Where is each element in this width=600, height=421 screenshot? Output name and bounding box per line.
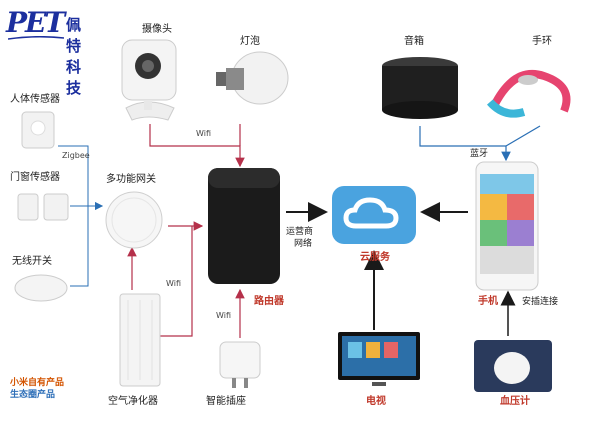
cloud-service-icon bbox=[332, 186, 416, 244]
operator-network-label-1: 运营商 bbox=[286, 227, 314, 237]
wifi-line-camera bbox=[149, 124, 245, 168]
legend-ecosystem-products: 生态圈产品 bbox=[10, 390, 56, 400]
body-sensor-device-icon bbox=[21, 111, 55, 149]
gateway-label: 多功能网关 bbox=[106, 174, 156, 185]
camera-device-icon bbox=[121, 39, 177, 121]
smart-plug-label: 智能插座 bbox=[206, 396, 246, 407]
air-purifier-device-icon bbox=[119, 293, 161, 387]
router-device-icon bbox=[208, 168, 280, 284]
wifi-label-purifier: Wifi bbox=[166, 279, 181, 288]
zigbee-line-switch bbox=[70, 206, 89, 287]
door-sensor-device-icon bbox=[17, 193, 69, 221]
router-label: 路由器 bbox=[254, 296, 284, 307]
operator-network-label-2: 网络 bbox=[294, 239, 313, 249]
smart-plug-device-icon bbox=[219, 341, 261, 388]
legend-xiaomi-products: 小米自有产品 bbox=[10, 378, 65, 388]
band-label: 手环 bbox=[532, 36, 552, 47]
install-connect-label: 安插连接 bbox=[522, 297, 559, 307]
tv-device-icon bbox=[338, 332, 420, 386]
wireless-switch-device-icon bbox=[14, 274, 68, 302]
tv-label: 电视 bbox=[366, 396, 386, 407]
wifi-label-top: Wifi bbox=[196, 129, 211, 138]
phone-device-icon bbox=[475, 161, 539, 291]
band-device-icon bbox=[486, 70, 571, 118]
air-purifier-label: 空气净化器 bbox=[108, 396, 158, 407]
gauge-device-icon bbox=[474, 340, 552, 392]
speaker-label: 音箱 bbox=[404, 36, 424, 47]
bt-line-speaker bbox=[419, 126, 511, 162]
door-sensor-label: 门窗传感器 bbox=[10, 172, 60, 183]
brand-swoosh-icon bbox=[8, 36, 64, 40]
brand-logo: PET bbox=[6, 6, 65, 39]
gateway-device-icon bbox=[105, 191, 163, 249]
phone-label: 手机 bbox=[478, 296, 498, 307]
speaker-device-icon bbox=[382, 57, 458, 119]
bulb-label: 灯泡 bbox=[240, 36, 260, 47]
cloud-label: 云服务 bbox=[360, 252, 390, 263]
wifi-label-plug: Wifi bbox=[216, 311, 231, 320]
wifi-line-purifier-router bbox=[160, 226, 193, 337]
body-sensor-label: 人体传感器 bbox=[10, 94, 60, 105]
bt-line-band bbox=[505, 125, 541, 147]
bulb-device-icon bbox=[216, 51, 289, 105]
bluetooth-label: 蓝牙 bbox=[470, 149, 489, 159]
legend: 小米自有产品 生态圈产品 bbox=[10, 377, 64, 401]
brand-company-name: 佩特科技 bbox=[66, 16, 84, 97]
gauge-label: 血压计 bbox=[500, 396, 530, 407]
zigbee-label: Zigbee bbox=[62, 151, 90, 160]
camera-label: 摄像头 bbox=[142, 24, 172, 35]
wireless-switch-label: 无线开关 bbox=[12, 256, 52, 267]
